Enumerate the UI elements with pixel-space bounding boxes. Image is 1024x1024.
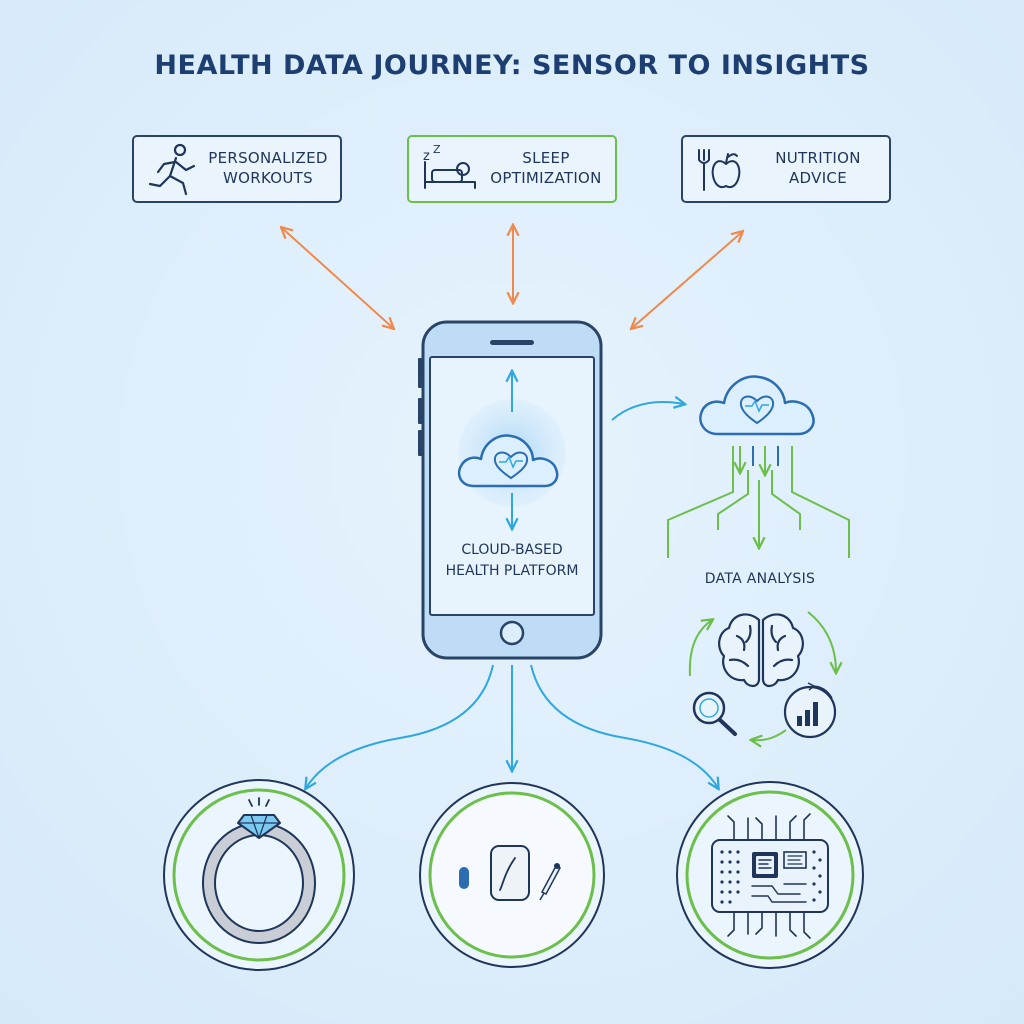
card-label-personalized-workouts: PERSONALIZED WORKOUTS: [200, 148, 336, 188]
data-analysis-label: DATA ANALYSIS: [704, 571, 816, 587]
phone-label-line1: CLOUD-BASED: [461, 542, 563, 558]
page-title: HEALTH DATA JOURNEY: SENSOR TO INSIGHTS: [154, 50, 870, 81]
sleeping-person-icon: z Z: [423, 143, 476, 189]
arrow-phone-to-chip: [530, 664, 718, 788]
smart-ring-icon: [202, 797, 316, 944]
cycle-arrow-top-left: [688, 620, 712, 677]
arrow-nutrition-phone: [632, 232, 742, 328]
card-label-line1: NUTRITION: [775, 149, 861, 167]
arrow-workouts-phone: [282, 228, 393, 328]
runner-icon: [148, 143, 196, 196]
card-label-line2: OPTIMIZATION: [490, 169, 602, 187]
magnifier-icon: [692, 691, 737, 736]
home-button[interactable]: [499, 620, 525, 646]
arrow-phone-to-cloud: [611, 402, 684, 421]
card-label-line1: PERSONALIZED: [208, 149, 328, 167]
phone-cloud-heart-icon: [457, 434, 559, 488]
svg-text:z: z: [423, 149, 430, 164]
phone-platform-label: CLOUD-BASED HEALTH PLATFORM: [432, 540, 592, 582]
skin-patch-sensor-icon: [459, 845, 562, 901]
growth-chart-icon: [783, 682, 837, 739]
card-label-sleep-optimization: SLEEP OPTIMIZATION: [478, 148, 614, 188]
svg-text:Z: Z: [433, 143, 441, 156]
cycle-arrow-bottom: [752, 729, 787, 740]
fork-apple-icon: [698, 149, 741, 191]
cycle-arrow-top-right: [807, 611, 836, 672]
microchip-sensor-icon: [711, 813, 829, 939]
cloud-heart-icon: [699, 375, 815, 436]
brain-icon: [718, 613, 804, 688]
card-label-line1: SLEEP: [522, 149, 570, 167]
arrow-phone-to-ring: [306, 664, 494, 788]
card-label-line2: ADVICE: [789, 169, 847, 187]
card-label-nutrition-advice: NUTRITION ADVICE: [750, 148, 886, 188]
phone-label-line2: HEALTH PLATFORM: [445, 563, 579, 579]
card-sleep-optimization: [407, 135, 617, 203]
cloud-data-streams: [667, 446, 850, 558]
card-label-line2: WORKOUTS: [223, 169, 313, 187]
